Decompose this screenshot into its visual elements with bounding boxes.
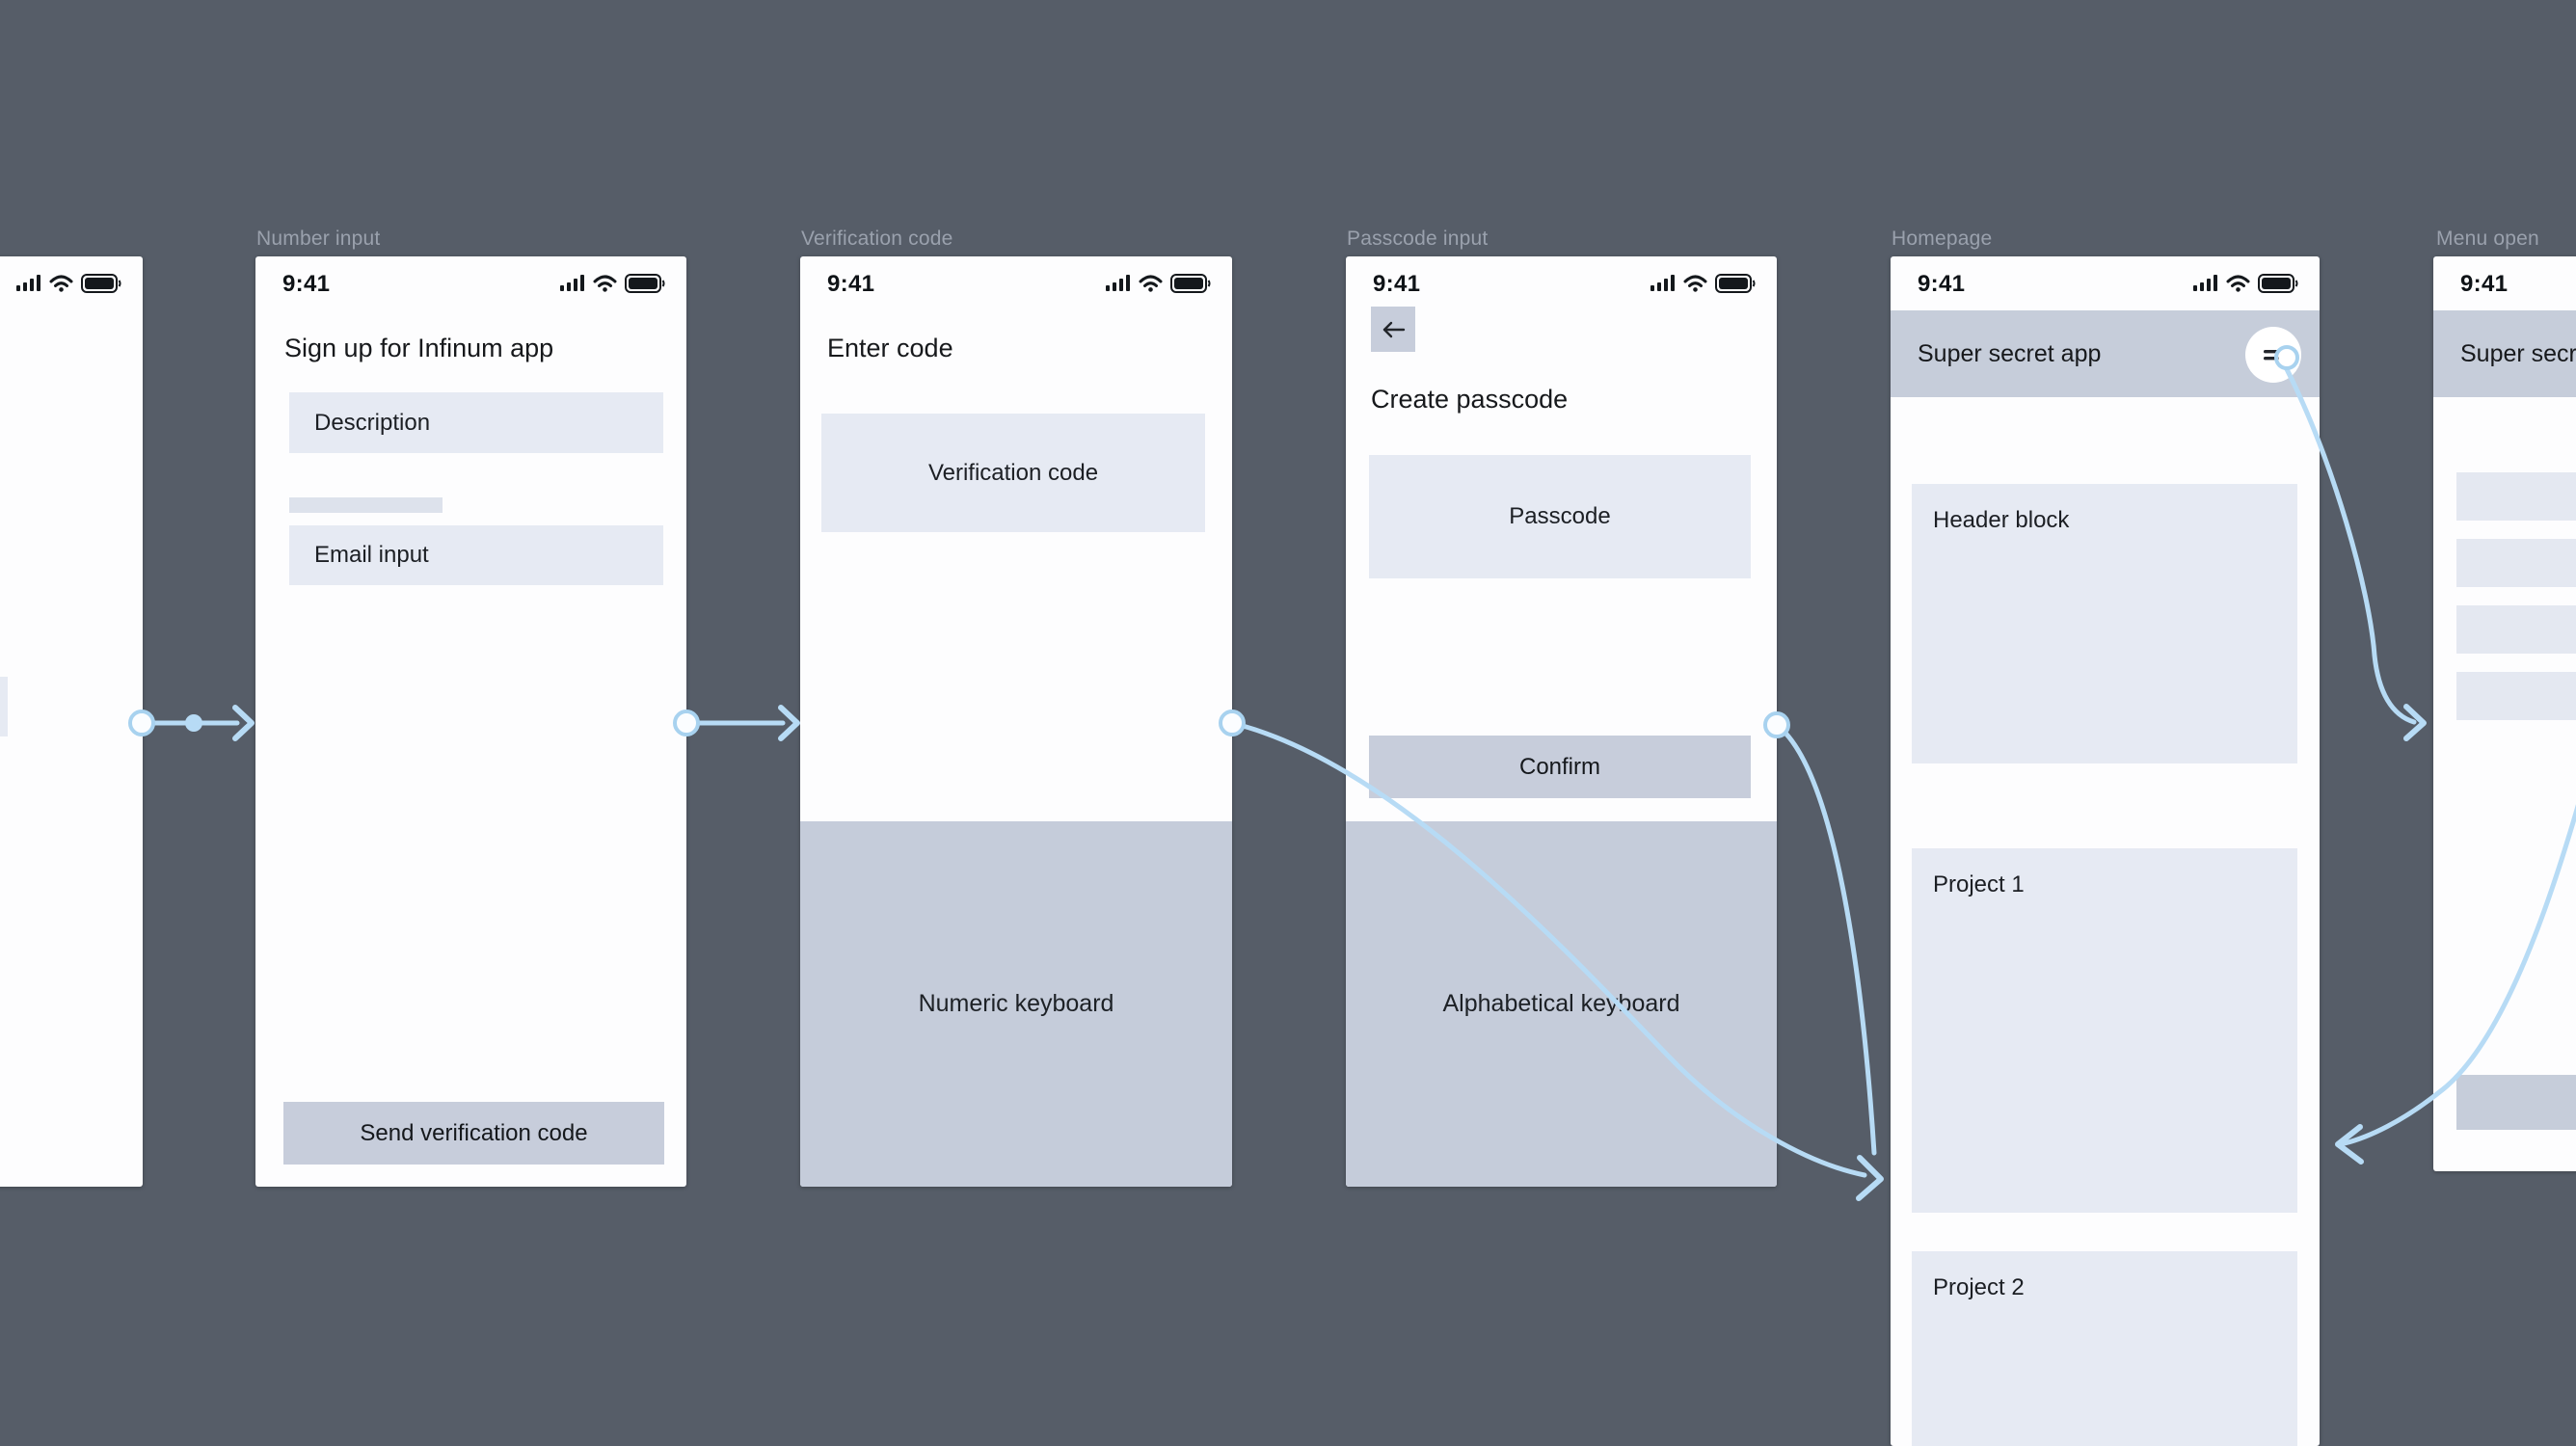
menu-button[interactable] — [2245, 327, 2301, 383]
battery-icon — [1715, 274, 1756, 293]
menu-footer-block[interactable] — [2456, 1075, 2576, 1130]
menu-item-bar[interactable] — [2456, 672, 2576, 720]
frame-menu-open[interactable]: 9:41 Super secret app — [2433, 256, 2576, 1171]
header-block-label: Header block — [1933, 507, 2070, 533]
text-placeholder-bar — [289, 497, 443, 513]
frame-verification-code[interactable]: 9:41 Enter code Verification code Numeri… — [800, 256, 1232, 1187]
project-1-card[interactable]: Project 1 — [1912, 848, 2297, 1213]
passcode-field-label: Passcode — [1509, 503, 1611, 529]
hamburger-menu-icon — [2264, 349, 2279, 360]
app-title: Super secret app — [1918, 339, 2102, 367]
battery-icon — [81, 274, 121, 293]
battery-icon — [625, 274, 665, 293]
passcode-field[interactable]: Passcode — [1369, 455, 1751, 578]
app-header-bar: Super secret app — [2433, 310, 2576, 397]
connector-midpoint-dot[interactable] — [185, 714, 202, 732]
enter-code-heading: Enter code — [827, 334, 953, 362]
project-2-card[interactable]: Project 2 — [1912, 1251, 2297, 1446]
cellular-icon — [1650, 275, 1675, 291]
frame-label-homepage[interactable]: Homepage — [1892, 228, 1993, 250]
battery-icon — [1170, 274, 1211, 293]
app-header-bar: Super secret app — [1891, 310, 2320, 397]
create-passcode-heading: Create passcode — [1371, 385, 1569, 414]
status-time: 9:41 — [1918, 271, 1966, 297]
frame-homepage[interactable]: 9:41 Super secret app Header block Proje… — [1891, 256, 2320, 1446]
menu-item-bar[interactable] — [2456, 605, 2576, 654]
flow-curve-passcode-to-homepage[interactable] — [1774, 722, 1877, 1156]
alphabetical-keyboard-label: Alphabetical keyboard — [1442, 990, 1680, 1017]
frame-passcode-input[interactable]: 9:41 Create passcode Passcode Confirm Al… — [1346, 256, 1777, 1187]
signup-heading: Sign up for Infinum app — [284, 334, 554, 362]
cellular-icon — [2193, 275, 2217, 291]
numeric-keyboard-block[interactable]: Numeric keyboard — [800, 821, 1232, 1187]
cellular-icon — [16, 275, 40, 291]
status-time: 9:41 — [827, 271, 875, 297]
frame-label-passcode-input[interactable]: Passcode input — [1347, 228, 1489, 250]
status-time: 9:41 — [1373, 271, 1421, 297]
wifi-icon — [1683, 275, 1707, 292]
send-verification-code-button[interactable]: Send verification code — [283, 1102, 664, 1165]
alphabetical-keyboard-block[interactable]: Alphabetical keyboard — [1346, 821, 1777, 1187]
cellular-icon — [560, 275, 584, 291]
cut-field-block[interactable] — [0, 677, 8, 736]
flow-arrowhead-homepage-return[interactable] — [2335, 1124, 2364, 1165]
back-arrow-icon — [1382, 321, 1406, 337]
flow-arrowhead-number-input[interactable] — [232, 705, 255, 741]
description-field[interactable]: Description — [289, 392, 663, 453]
wifi-icon — [593, 275, 617, 292]
numeric-keyboard-label: Numeric keyboard — [918, 990, 1114, 1017]
wifi-icon — [1139, 275, 1163, 292]
status-time: 9:41 — [2460, 271, 2509, 297]
battery-icon — [2258, 274, 2298, 293]
header-block-card[interactable]: Header block — [1912, 484, 2297, 763]
verification-code-field[interactable]: Verification code — [821, 414, 1205, 532]
menu-item-bar[interactable] — [2456, 539, 2576, 587]
frame-partial-left[interactable] — [0, 256, 143, 1187]
verification-code-field-label: Verification code — [927, 459, 1099, 486]
flow-arrowhead-homepage[interactable] — [1856, 1155, 1884, 1201]
menu-item-bar[interactable] — [2456, 472, 2576, 521]
wifi-icon — [49, 275, 73, 292]
confirm-button[interactable]: Confirm — [1369, 736, 1751, 798]
frame-label-number-input[interactable]: Number input — [256, 228, 381, 250]
description-field-label: Description — [314, 409, 431, 436]
email-field-label: Email input — [314, 542, 429, 568]
status-time: 9:41 — [282, 271, 331, 297]
cellular-icon — [1106, 275, 1130, 291]
project-2-label: Project 2 — [1933, 1274, 2025, 1300]
project-1-label: Project 1 — [1933, 871, 2025, 897]
frame-label-verification-code[interactable]: Verification code — [801, 228, 953, 250]
back-button[interactable] — [1371, 307, 1415, 352]
flow-arrowhead-verification[interactable] — [778, 705, 800, 741]
app-title: Super secret app — [2460, 339, 2576, 367]
frame-label-menu-open[interactable]: Menu open — [2436, 228, 2539, 250]
email-input-field[interactable]: Email input — [289, 525, 663, 585]
flow-arrowhead-menu-open[interactable] — [2403, 704, 2427, 741]
frame-number-input[interactable]: 9:41 Sign up for Infinum app Description… — [255, 256, 686, 1187]
wifi-icon — [2226, 275, 2250, 292]
